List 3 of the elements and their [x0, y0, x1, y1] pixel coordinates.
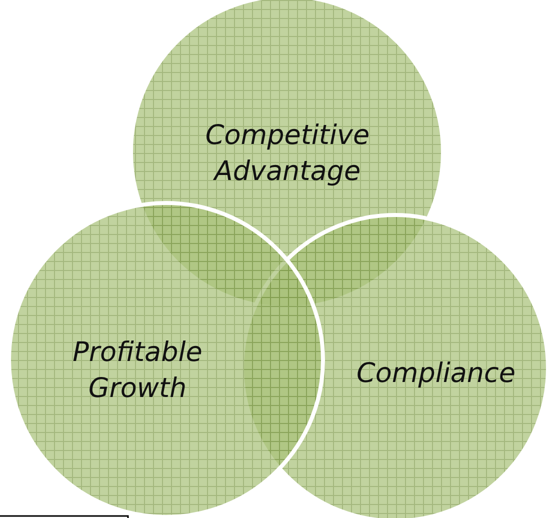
circle-label: Profitable Growth: [72, 336, 204, 406]
circle-label: Compliance: [356, 357, 516, 391]
circle-label: Competitive Advantage: [204, 119, 371, 189]
